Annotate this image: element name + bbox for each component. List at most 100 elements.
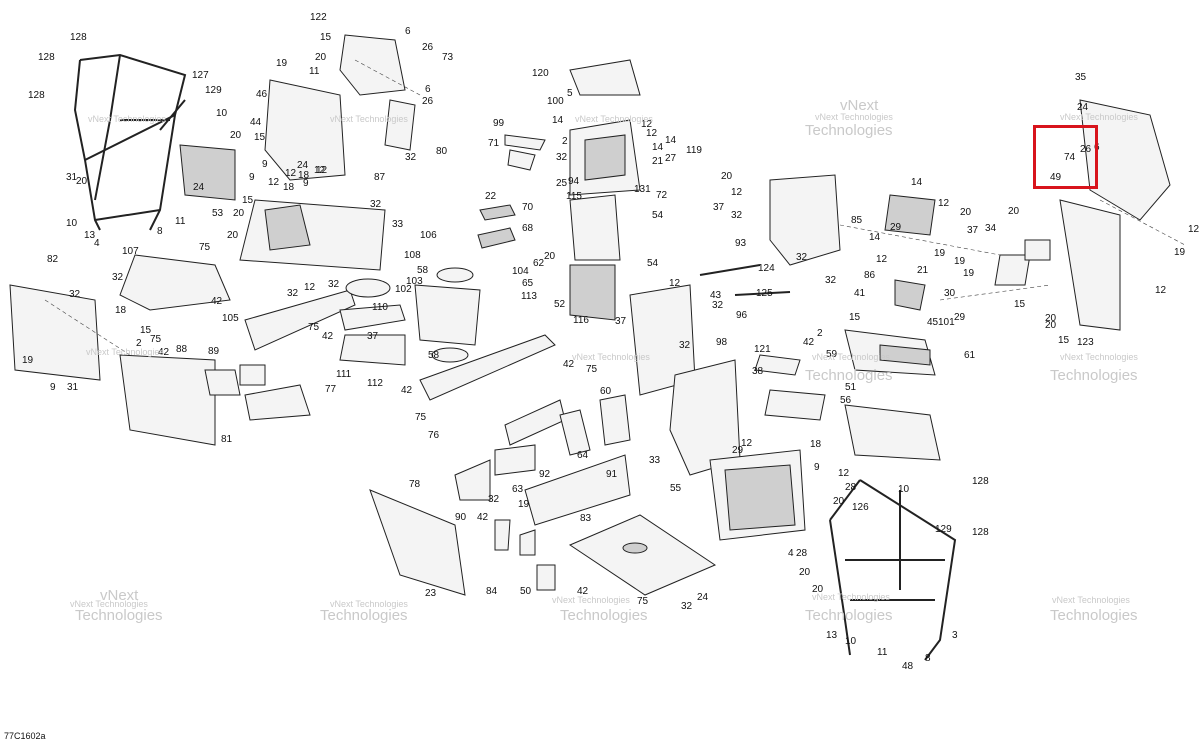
plate-101-34	[994, 239, 1051, 286]
watermark-text: vNext Technologies	[812, 352, 890, 362]
callout-number: 31	[67, 382, 79, 393]
callout-number: 100	[547, 96, 564, 107]
assembly-guide	[839, 224, 1001, 256]
highlight-callout: 26	[1080, 144, 1092, 155]
callout-number: 120	[532, 68, 549, 79]
callout-number: 19	[276, 58, 288, 69]
callout-number: 32	[556, 152, 568, 163]
callout-number: 10	[216, 108, 228, 119]
callout-number: 18	[115, 305, 127, 316]
assembly-guide	[354, 59, 421, 96]
assembly-guide	[44, 299, 131, 356]
watermark-text: vNext	[840, 97, 879, 114]
callout-number: 6	[405, 26, 411, 37]
callout-number: 19	[963, 268, 975, 279]
callout-number: 93	[735, 238, 747, 249]
vent-61	[844, 329, 936, 376]
callout-number: 20	[1008, 206, 1020, 217]
watermark-text: Technologies	[1050, 367, 1138, 384]
callout-number: 128	[38, 52, 55, 63]
watermark-text: Technologies	[805, 367, 893, 384]
watermark-text: vNext Technologies	[1060, 112, 1138, 122]
callout-number: 92	[539, 469, 551, 480]
callout-number: 55	[670, 483, 682, 494]
callout-number: 106	[420, 230, 437, 241]
callout-number: 75	[637, 596, 649, 607]
callout-number: 24	[297, 160, 309, 171]
callout-number: 83	[580, 513, 592, 524]
callout-number: 105	[222, 313, 239, 324]
callout-number: 12	[741, 438, 753, 449]
callout-number: 19	[934, 248, 946, 259]
callout-number: 22	[485, 191, 497, 202]
callout-number: 19	[518, 499, 530, 510]
callout-number: 15	[242, 195, 254, 206]
callout-number: 88	[176, 344, 188, 355]
callout-number: 86	[864, 270, 876, 281]
callout-number: 98	[716, 337, 728, 348]
callout-number: 96	[736, 310, 748, 321]
callout-number: 53	[212, 208, 224, 219]
callout-number: 32	[287, 288, 299, 299]
callout-number: 126	[852, 502, 869, 513]
callout-number: 42	[577, 586, 589, 597]
callout-number: 59	[826, 349, 838, 360]
callout-number: 81	[221, 434, 233, 445]
callout-number: 78	[409, 479, 421, 490]
watermark-text: vNext Technologies	[86, 347, 164, 357]
storage-box-53	[179, 144, 236, 201]
callout-number: 4	[788, 548, 794, 559]
callout-number: 42	[158, 347, 170, 358]
callout-number: 34	[985, 223, 997, 234]
callout-number: 13	[826, 630, 838, 641]
callout-number: 15	[849, 312, 861, 323]
right-frame-assembly	[829, 479, 957, 661]
watermark-text: vNext Technologies	[572, 352, 650, 362]
callout-number: 32	[825, 275, 837, 286]
callout-number: 30	[944, 288, 956, 299]
callout-number: 18	[283, 182, 295, 193]
callout-number: 12	[669, 278, 681, 289]
callout-number: 20	[233, 208, 245, 219]
highlight-callout: 74	[1064, 152, 1076, 163]
callout-number: 116	[573, 315, 589, 326]
right-panel-24	[1059, 199, 1121, 331]
panel-98	[504, 399, 566, 446]
watermark-text: vNext Technologies	[1052, 595, 1130, 605]
callout-number: 77	[325, 384, 337, 395]
highlight-callout: 49	[1050, 172, 1062, 183]
callout-number: 19	[22, 355, 34, 366]
callout-number: 128	[70, 32, 87, 43]
pad-50	[536, 564, 556, 591]
callout-number: 5	[567, 88, 573, 99]
callout-number: 11	[175, 216, 186, 227]
callout-number: 31	[66, 172, 78, 183]
callout-number: 12	[304, 282, 316, 293]
firewall-107	[119, 254, 231, 311]
assembly-guide	[939, 284, 1051, 301]
callout-number: 12	[876, 254, 888, 265]
side-panel-83	[369, 489, 466, 596]
callout-number: 20	[227, 230, 239, 241]
floor-tray-106	[239, 199, 386, 271]
floor-pan-84	[568, 514, 717, 596]
callout-number: 20	[960, 207, 972, 218]
callout-number: 113	[521, 291, 537, 302]
callout-number: 111	[336, 369, 352, 380]
callout-layer: 128 128 128 127 129 10 31 20 10 13 4 8 1…	[22, 12, 1200, 672]
callout-number: 12	[838, 468, 850, 479]
bar-124-125	[699, 264, 791, 296]
panels-60-63-92	[494, 394, 631, 476]
watermark-layer: vNext Technologies vNext Technologies vN…	[70, 97, 1138, 624]
callout-number: 21	[652, 156, 664, 167]
callout-number: 42	[477, 512, 489, 523]
battery-box-56	[709, 449, 806, 541]
left-frame-assembly	[73, 53, 187, 231]
callout-number: 129	[935, 524, 952, 535]
bracket-78-90-79	[454, 459, 536, 556]
callout-number: 129	[205, 85, 222, 96]
callout-number: 32	[69, 289, 81, 300]
callout-number: 14	[869, 232, 881, 243]
callout-number: 58	[428, 350, 440, 361]
